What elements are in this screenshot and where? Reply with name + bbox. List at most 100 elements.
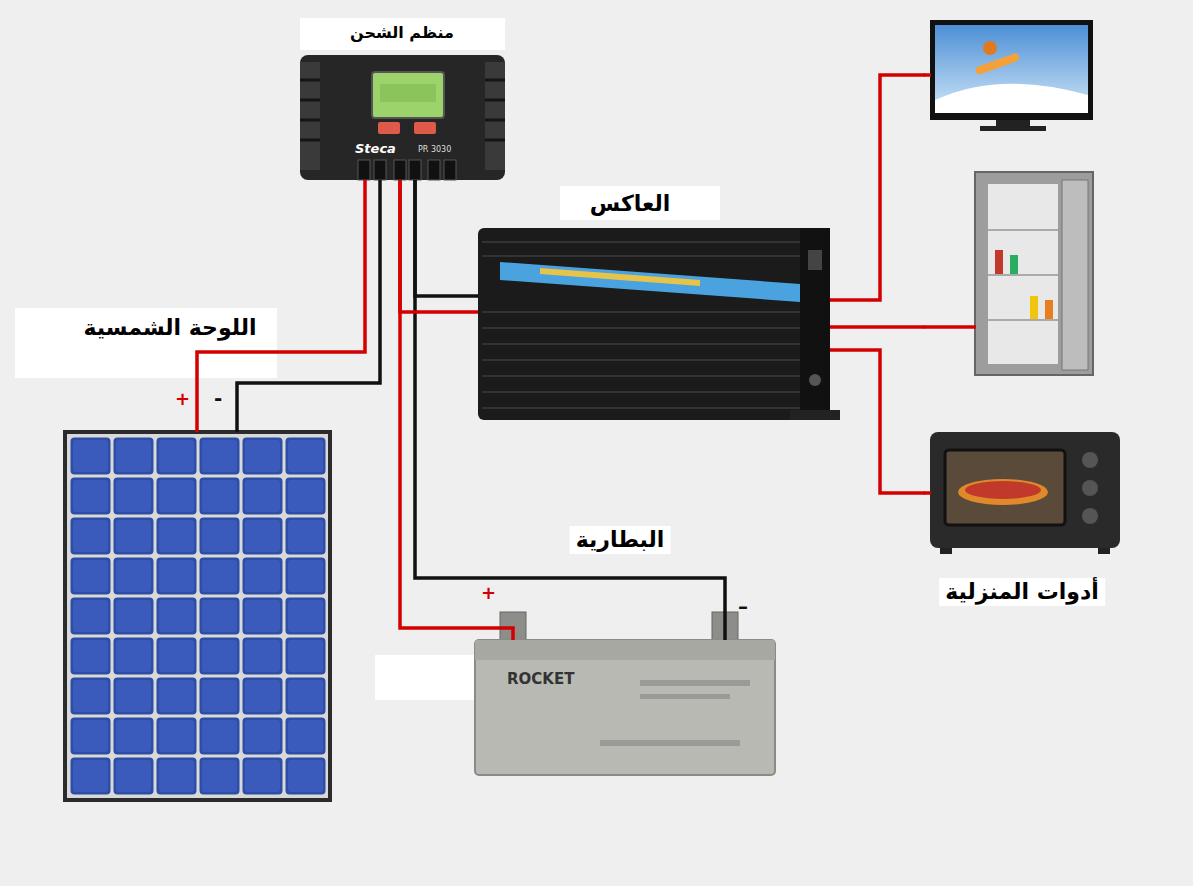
wire <box>400 180 513 640</box>
wire <box>830 75 925 300</box>
fridge-drawing <box>975 172 1093 375</box>
device-heading: اللوحة الشمسية <box>77 314 262 342</box>
charge-controller-drawing <box>380 84 436 102</box>
battery-drawing <box>475 640 775 775</box>
inverter-drawing <box>500 262 800 302</box>
oven-drawing <box>1082 480 1098 496</box>
inverter-drawing <box>478 228 830 420</box>
solar-panel-drawing <box>65 432 330 800</box>
fridge-drawing <box>988 319 1058 321</box>
wire-stub <box>924 73 931 77</box>
wire <box>830 350 925 493</box>
device-heading: البطارية <box>570 526 671 554</box>
terminal-sign: + <box>481 584 496 602</box>
charge-controller-drawing <box>372 72 444 118</box>
tv-drawing <box>996 120 1030 126</box>
charge-controller-drawing <box>300 99 320 102</box>
charge-controller-drawing <box>485 79 505 82</box>
fridge-drawing <box>995 250 1003 274</box>
fridge-drawing <box>1030 296 1038 319</box>
fridge-drawing <box>1062 180 1088 370</box>
tv-drawing <box>935 84 1088 113</box>
label-ground <box>560 186 720 220</box>
battery: البطاريةROCKET <box>475 640 775 775</box>
charge-controller-drawing <box>444 160 456 180</box>
wire <box>415 180 478 296</box>
wire <box>415 180 725 640</box>
fridge-drawing <box>988 184 1058 364</box>
inverter-drawing <box>790 410 840 420</box>
wire <box>237 180 380 432</box>
solar-panel-drawing <box>65 432 330 800</box>
tv-drawing <box>980 126 1046 131</box>
charge-controller-drawing <box>358 160 370 180</box>
wire <box>197 180 365 432</box>
household-appliances: أدوات المنزلية <box>925 15 1125 555</box>
label-ground <box>15 308 277 378</box>
label-ground <box>375 655 475 700</box>
wire-stub <box>924 75 976 493</box>
inverter-drawing <box>482 343 800 345</box>
battery-drawing <box>600 740 740 746</box>
oven-drawing <box>1082 508 1098 524</box>
tv-drawing <box>935 25 1088 113</box>
battery-drawing <box>475 612 775 775</box>
inverter-drawing <box>482 241 800 243</box>
oven-drawing <box>940 548 952 554</box>
tv-drawing <box>983 41 997 55</box>
label-ground <box>300 18 505 50</box>
tv-drawing <box>930 20 1093 120</box>
charge-controller-drawing <box>485 62 505 170</box>
charge-controller-drawing <box>485 139 505 142</box>
inverter-drawing <box>478 228 840 420</box>
oven-drawing <box>1082 452 1098 468</box>
solar-panel: اللوحة الشمسية <box>65 432 330 800</box>
wire <box>400 180 478 312</box>
battery-drawing <box>475 640 775 660</box>
wire-stub <box>924 325 976 329</box>
terminal-sign: - <box>214 388 222 408</box>
tv-drawing <box>975 52 1020 75</box>
inverter: العاكس <box>478 228 830 420</box>
battery-drawing <box>640 680 750 686</box>
inverter-drawing <box>482 359 800 361</box>
oven-drawing <box>930 432 1120 554</box>
device-heading: منظم الشحن <box>344 22 460 43</box>
oven-drawing <box>930 432 1120 548</box>
battery-drawing <box>640 694 730 699</box>
charge-controller-drawing <box>485 119 505 122</box>
device-heading: العاكس <box>584 190 676 218</box>
charge-controller-drawing <box>485 99 505 102</box>
charge-controller-drawing <box>300 55 505 180</box>
wire <box>830 325 925 329</box>
charge-controller-drawing <box>300 62 320 170</box>
charge-controller: منظم الشحنStecaPR 3030 <box>300 55 505 180</box>
device-heading: أدوات المنزلية <box>939 578 1105 606</box>
inverter-drawing <box>482 375 800 377</box>
inverter-drawing <box>809 374 821 386</box>
charge-controller-drawing <box>300 79 320 82</box>
inverter-drawing <box>482 327 800 329</box>
charge-controller-drawing <box>414 122 436 134</box>
fridge-drawing <box>1010 255 1018 274</box>
fridge-drawing <box>988 274 1058 276</box>
charge-controller-drawing <box>428 160 440 180</box>
charge-controller-drawing <box>409 160 421 180</box>
tv-drawing <box>930 20 1093 131</box>
oven-drawing <box>958 479 1048 505</box>
inverter-drawing <box>482 311 800 313</box>
inverter-drawing <box>482 255 800 257</box>
oven-drawing <box>965 481 1041 499</box>
oven-drawing <box>945 450 1065 525</box>
charge-controller-drawing <box>300 55 505 180</box>
device-marking: Steca <box>355 141 396 157</box>
fridge-drawing <box>988 229 1058 231</box>
solar-panel-drawing <box>69 436 327 796</box>
terminal-sign: + <box>175 390 190 408</box>
wire-stub <box>924 491 931 495</box>
fridge-drawing <box>975 172 1093 375</box>
fridge-drawing <box>1045 300 1053 319</box>
